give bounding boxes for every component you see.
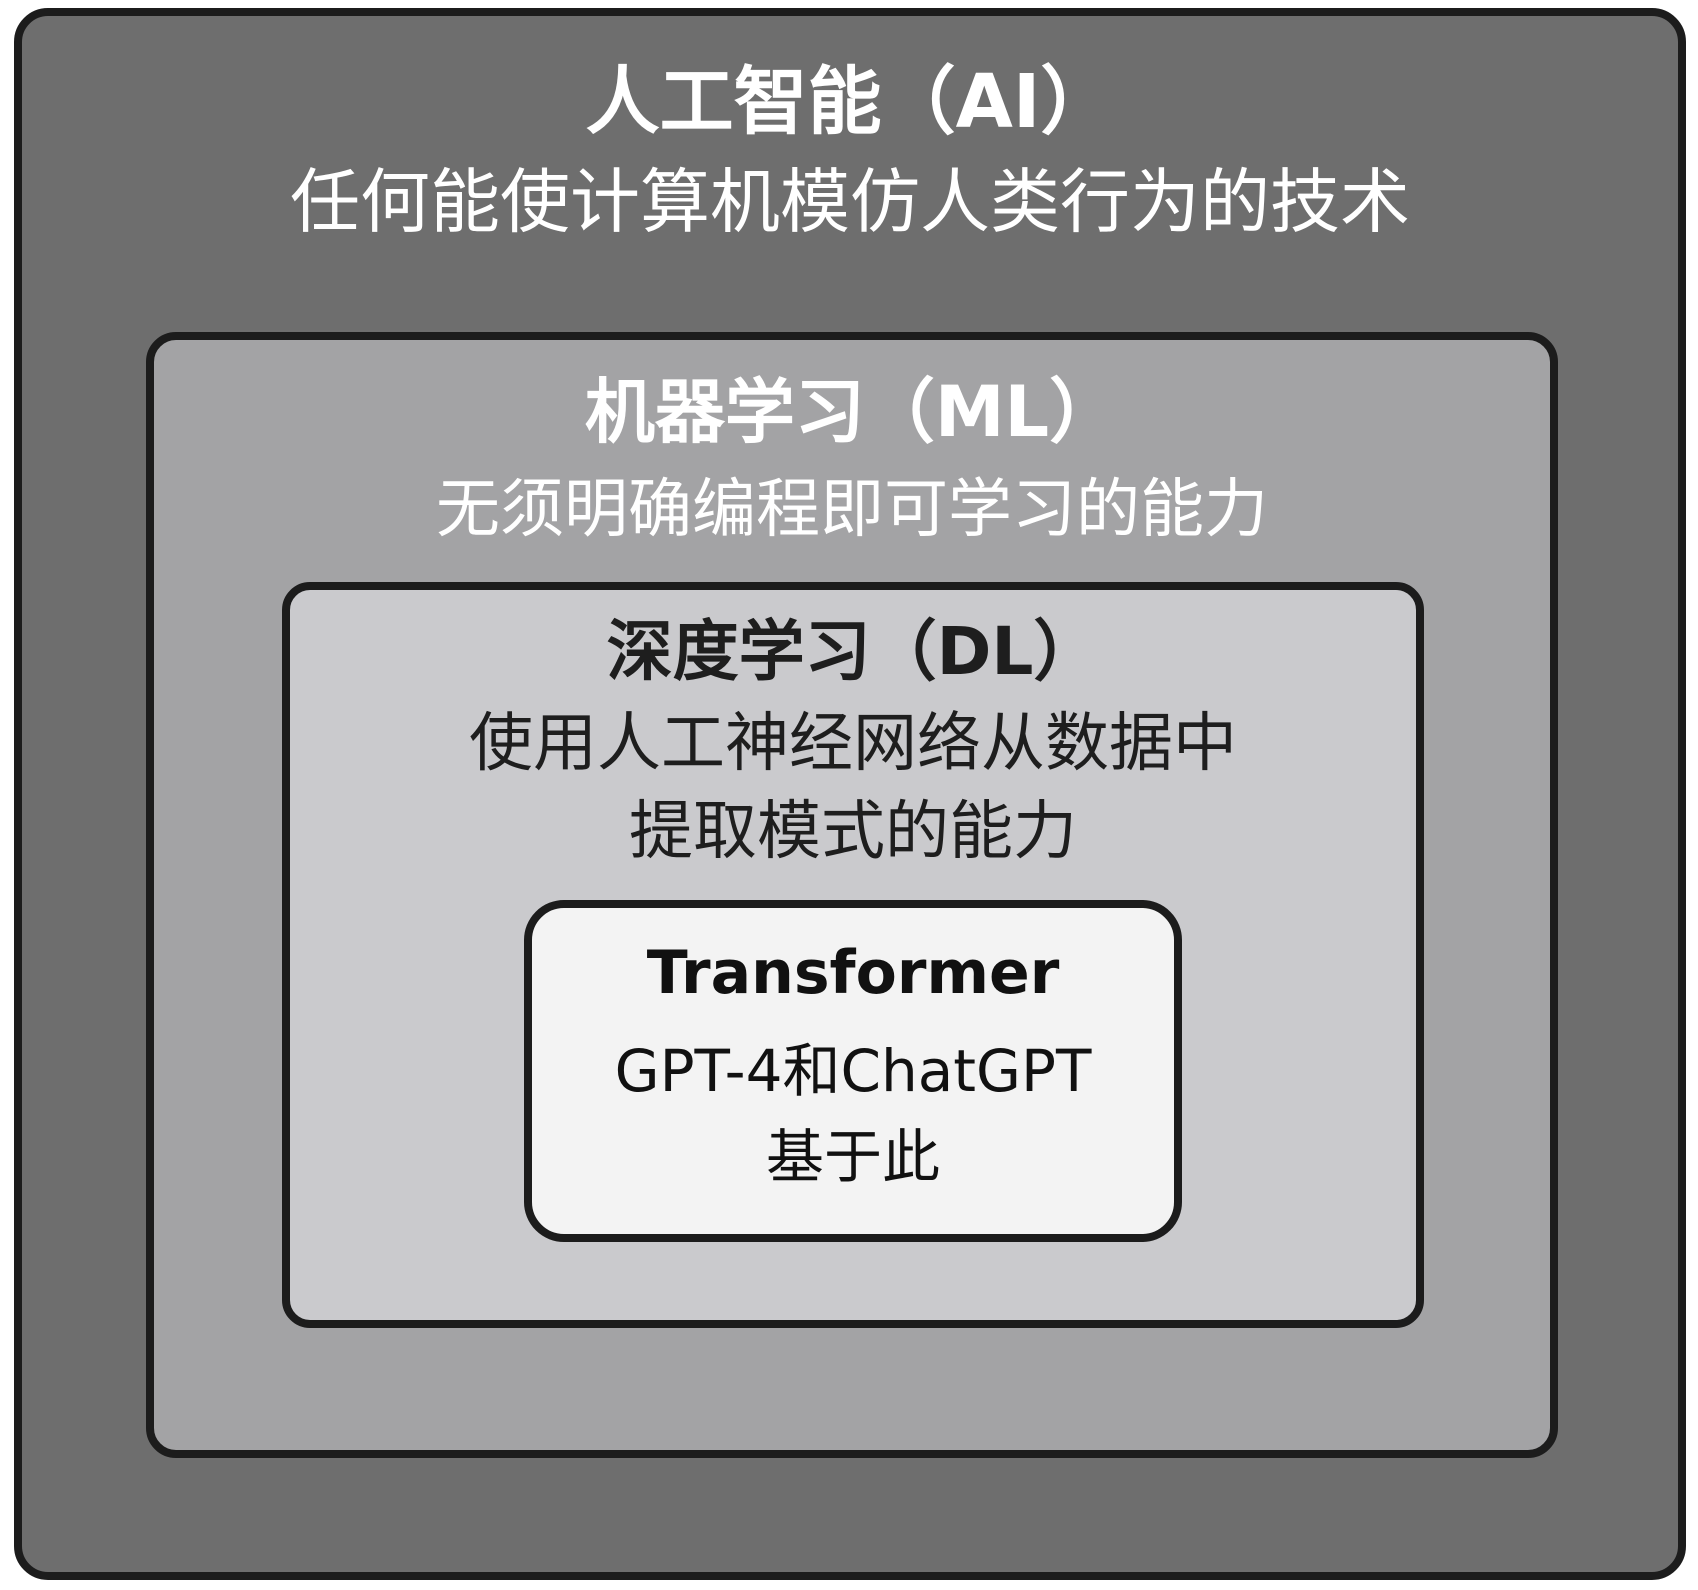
transformer-description-line1: GPT-4和ChatGPT — [614, 1037, 1092, 1105]
ml-title: 机器学习（ML） — [584, 371, 1120, 453]
transformer-title: Transformer — [646, 938, 1060, 1008]
transformer-description: GPT-4和ChatGPT 基于此 — [532, 1028, 1174, 1200]
dl-box: 深度学习（DL） 使用人工神经网络从数据中 提取模式的能力 — [282, 582, 1424, 1328]
ai-title: 人工智能（AI） — [585, 59, 1115, 145]
dl-title: 深度学习（DL） — [606, 613, 1100, 690]
dl-description-line2: 提取模式的能力 — [629, 795, 1077, 869]
transformer-description-line2: 基于此 — [765, 1123, 940, 1191]
ai-description: 任何能使计算机模仿人类行为的技术 — [290, 161, 1410, 243]
ml-description: 无须明确编程即可学习的能力 — [436, 473, 1268, 547]
dl-description: 使用人工神经网络从数据中 提取模式的能力 — [290, 700, 1416, 876]
transformer-box: Transformer GPT-4和ChatGPT 基于此 — [524, 900, 1182, 1242]
dl-description-line1: 使用人工神经网络从数据中 — [469, 707, 1237, 781]
